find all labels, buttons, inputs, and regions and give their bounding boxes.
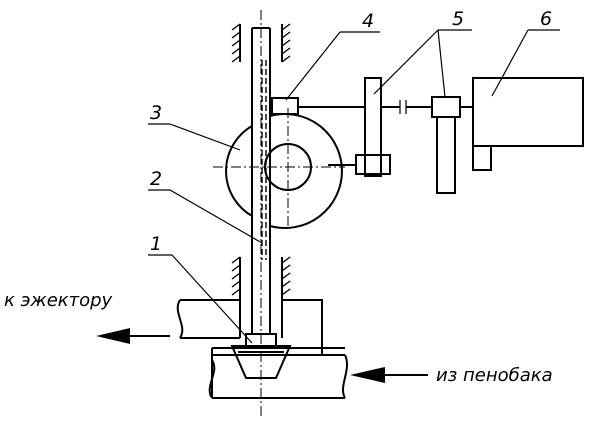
bottom-guide-left (231, 256, 241, 300)
label-3: 3 (150, 102, 162, 124)
arrow-from-foam-tank (350, 367, 428, 383)
rod (251, 10, 271, 418)
caption-to-ejector: к эжектору (4, 290, 113, 311)
label-4: 4 (362, 10, 374, 32)
arrow-to-ejector (96, 328, 170, 344)
label-2: 2 (150, 168, 162, 190)
valve (230, 333, 292, 379)
label-6: 6 (540, 8, 552, 30)
top-guide-right (281, 23, 291, 63)
drive-gears (328, 77, 473, 194)
bottom-guide-right (281, 256, 291, 300)
top-guide-left (231, 23, 241, 63)
follower (271, 97, 365, 115)
label-5: 5 (452, 8, 464, 30)
leader-lines (148, 29, 560, 344)
cam-disc (213, 108, 345, 229)
motor (472, 77, 584, 171)
housing (176, 299, 348, 399)
label-1: 1 (150, 233, 162, 255)
caption-from-foam-tank: из пенобака (436, 365, 553, 386)
